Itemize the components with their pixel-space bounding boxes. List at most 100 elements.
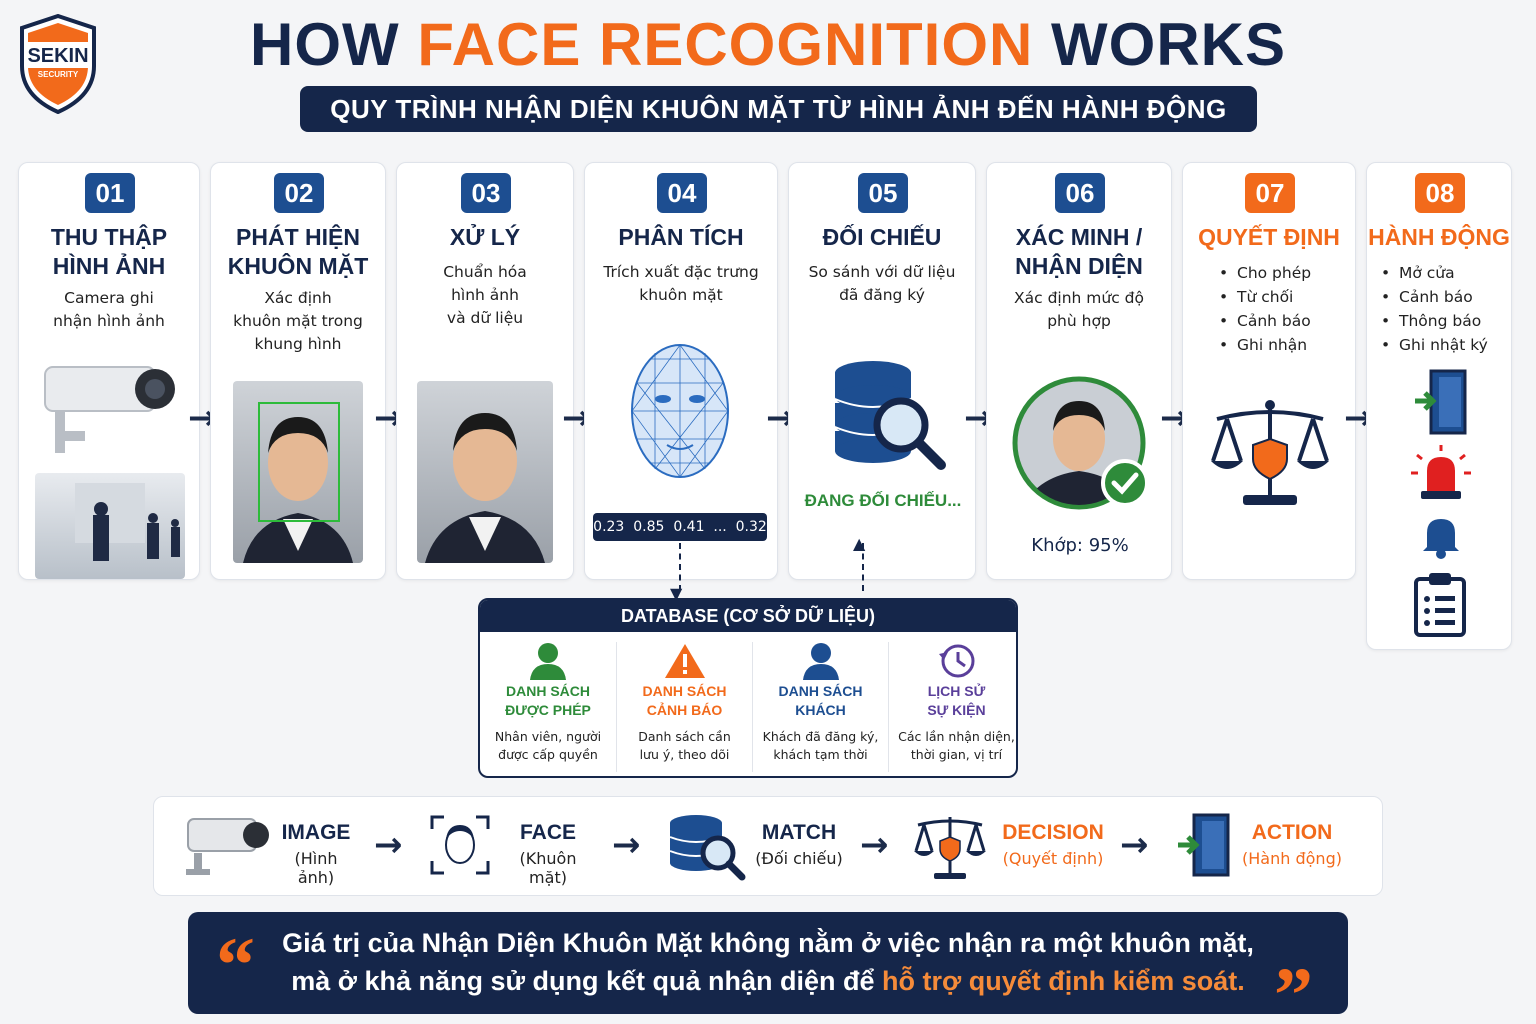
list-item: Mở cửa: [1381, 261, 1488, 285]
arrow-right-icon: →: [612, 825, 641, 865]
page-title: HOW FACE RECOGNITION WORKS: [0, 10, 1536, 79]
alarm-siren-icon: [1411, 445, 1471, 499]
step-title: ĐỐI CHIẾU: [822, 224, 942, 250]
door-open-icon: [1415, 369, 1467, 435]
clipboard-log-icon: [1414, 573, 1466, 637]
db-col-desc: Các lần nhận diện,thời gian, vị trí: [898, 729, 1015, 762]
step-number: 08: [1415, 173, 1465, 213]
camera-icon: [186, 818, 269, 875]
history-clock-icon: [939, 644, 975, 678]
logo-subtext: SECURITY: [38, 70, 79, 79]
page-subtitle: QUY TRÌNH NHẬN DIỆN KHUÔN MẶT TỪ HÌNH ẢN…: [300, 86, 1257, 132]
close-quote-icon: ”: [1274, 951, 1313, 1024]
scales-icon: [1211, 400, 1329, 505]
flow-step-decision: DECISION(Quyết định): [1002, 821, 1104, 868]
list-item: Từ chối: [1219, 285, 1311, 309]
step-card-07: 07 QUYẾT ĐỊNH Cho phép Từ chối Cảnh báo …: [1182, 162, 1356, 580]
quote-box: “ Giá trị của Nhận Diện Khuôn Mặt không …: [188, 912, 1348, 1024]
user-allowed-icon: [530, 643, 566, 680]
quote-line-2: mà ở khả năng sử dụng kết quả nhận diện …: [291, 966, 1245, 996]
list-item: Ghi nhận: [1219, 333, 1311, 357]
door-open-icon: [1178, 813, 1230, 877]
arrow-right-icon: →: [860, 825, 889, 865]
step-number: 04: [657, 173, 707, 213]
step-number: 01: [85, 173, 135, 213]
cctv-camera-icon: [44, 366, 175, 453]
step-title: QUYẾT ĐỊNH: [1198, 224, 1340, 250]
step-number: 02: [274, 173, 324, 213]
step-number: 06: [1055, 173, 1105, 213]
title-pre: HOW: [250, 11, 418, 78]
step-card-08: 08 HÀNH ĐỘNG Mở cửa Cảnh báo Thông báo G…: [1366, 162, 1512, 650]
database-search-icon: [669, 815, 746, 881]
dashed-connector: [679, 543, 681, 591]
sekin-logo: SEKIN SECURITY: [18, 13, 98, 115]
matching-status: ĐANG ĐỐI CHIẾU...: [804, 491, 962, 510]
user-guest-icon: [803, 643, 839, 680]
bell-icon: [1423, 519, 1459, 559]
list-item: Cảnh báo: [1219, 309, 1311, 333]
summary-flow: IMAGE(Hình ảnh) → FACE(Khuôn mặt) → MATC…: [153, 796, 1383, 896]
step-number: 03: [461, 173, 511, 213]
step-number: 07: [1245, 173, 1295, 213]
arrow-right-icon: →: [374, 825, 403, 865]
list-item: Cho phép: [1219, 261, 1311, 285]
open-quote-icon: “: [216, 921, 255, 1008]
flow-step-image: IMAGE(Hình ảnh): [281, 821, 351, 887]
dashed-connector: [862, 543, 864, 591]
flow-step-face: FACE(Khuôn mặt): [519, 821, 577, 887]
step-title: XÁC MINH /NHẬN DIỆN: [1015, 224, 1143, 279]
arrow-right-icon: →: [1120, 825, 1149, 865]
face-photo-normalized: [417, 381, 553, 563]
arrow-up-icon: ▲: [853, 534, 866, 553]
step-number: 05: [858, 173, 908, 213]
match-score: Khớp: 95%: [1031, 535, 1129, 556]
step-title: PHÂN TÍCH: [618, 224, 744, 250]
step-title: XỬ LÝ: [449, 224, 521, 250]
surveillance-frame: [35, 473, 185, 579]
warning-icon: [665, 644, 705, 678]
logo-text: SEKIN: [27, 45, 88, 67]
face-scan-icon: [430, 815, 490, 875]
title-highlight: FACE RECOGNITION: [417, 11, 1034, 78]
decision-list: Cho phép Từ chối Cảnh báo Ghi nhận: [1219, 261, 1311, 357]
scales-icon: [914, 817, 986, 879]
flow-step-match: MATCH(Đối chiếu): [755, 821, 843, 868]
step-title: HÀNH ĐỘNG: [1368, 224, 1510, 250]
db-col-desc: Khách đã đăng ký,khách tạm thời: [762, 729, 879, 762]
database-title: DATABASE (CƠ SỞ DỮ LIỆU): [480, 600, 1016, 632]
verified-face-icon: [1012, 376, 1149, 510]
list-item: Thông báo: [1381, 309, 1488, 333]
flow-step-action: ACTION(Hành động): [1242, 821, 1342, 868]
database-search-icon: [834, 361, 946, 470]
quote-line-1: Giá trị của Nhận Diện Khuôn Mặt không nằ…: [282, 928, 1254, 958]
action-list: Mở cửa Cảnh báo Thông báo Ghi nhật ký: [1381, 261, 1488, 357]
list-item: Ghi nhật ký: [1381, 333, 1488, 357]
title-post: WORKS: [1033, 11, 1286, 78]
